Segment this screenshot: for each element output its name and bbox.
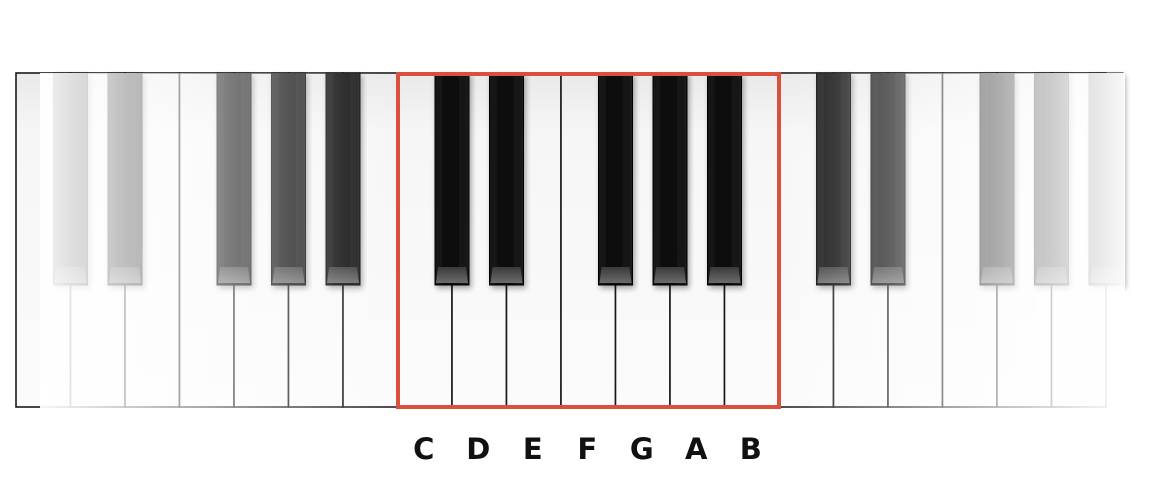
edge-fade-overlay (40, 73, 1125, 409)
note-label-e: E (523, 432, 543, 466)
note-label-a: A (685, 432, 708, 466)
note-label-f: F (577, 432, 597, 466)
note-label-b: B (740, 432, 762, 466)
octave-highlight-box (396, 72, 781, 409)
note-label-g: G (630, 432, 654, 466)
note-label-c: C (413, 432, 434, 466)
note-label-d: D (466, 432, 490, 466)
